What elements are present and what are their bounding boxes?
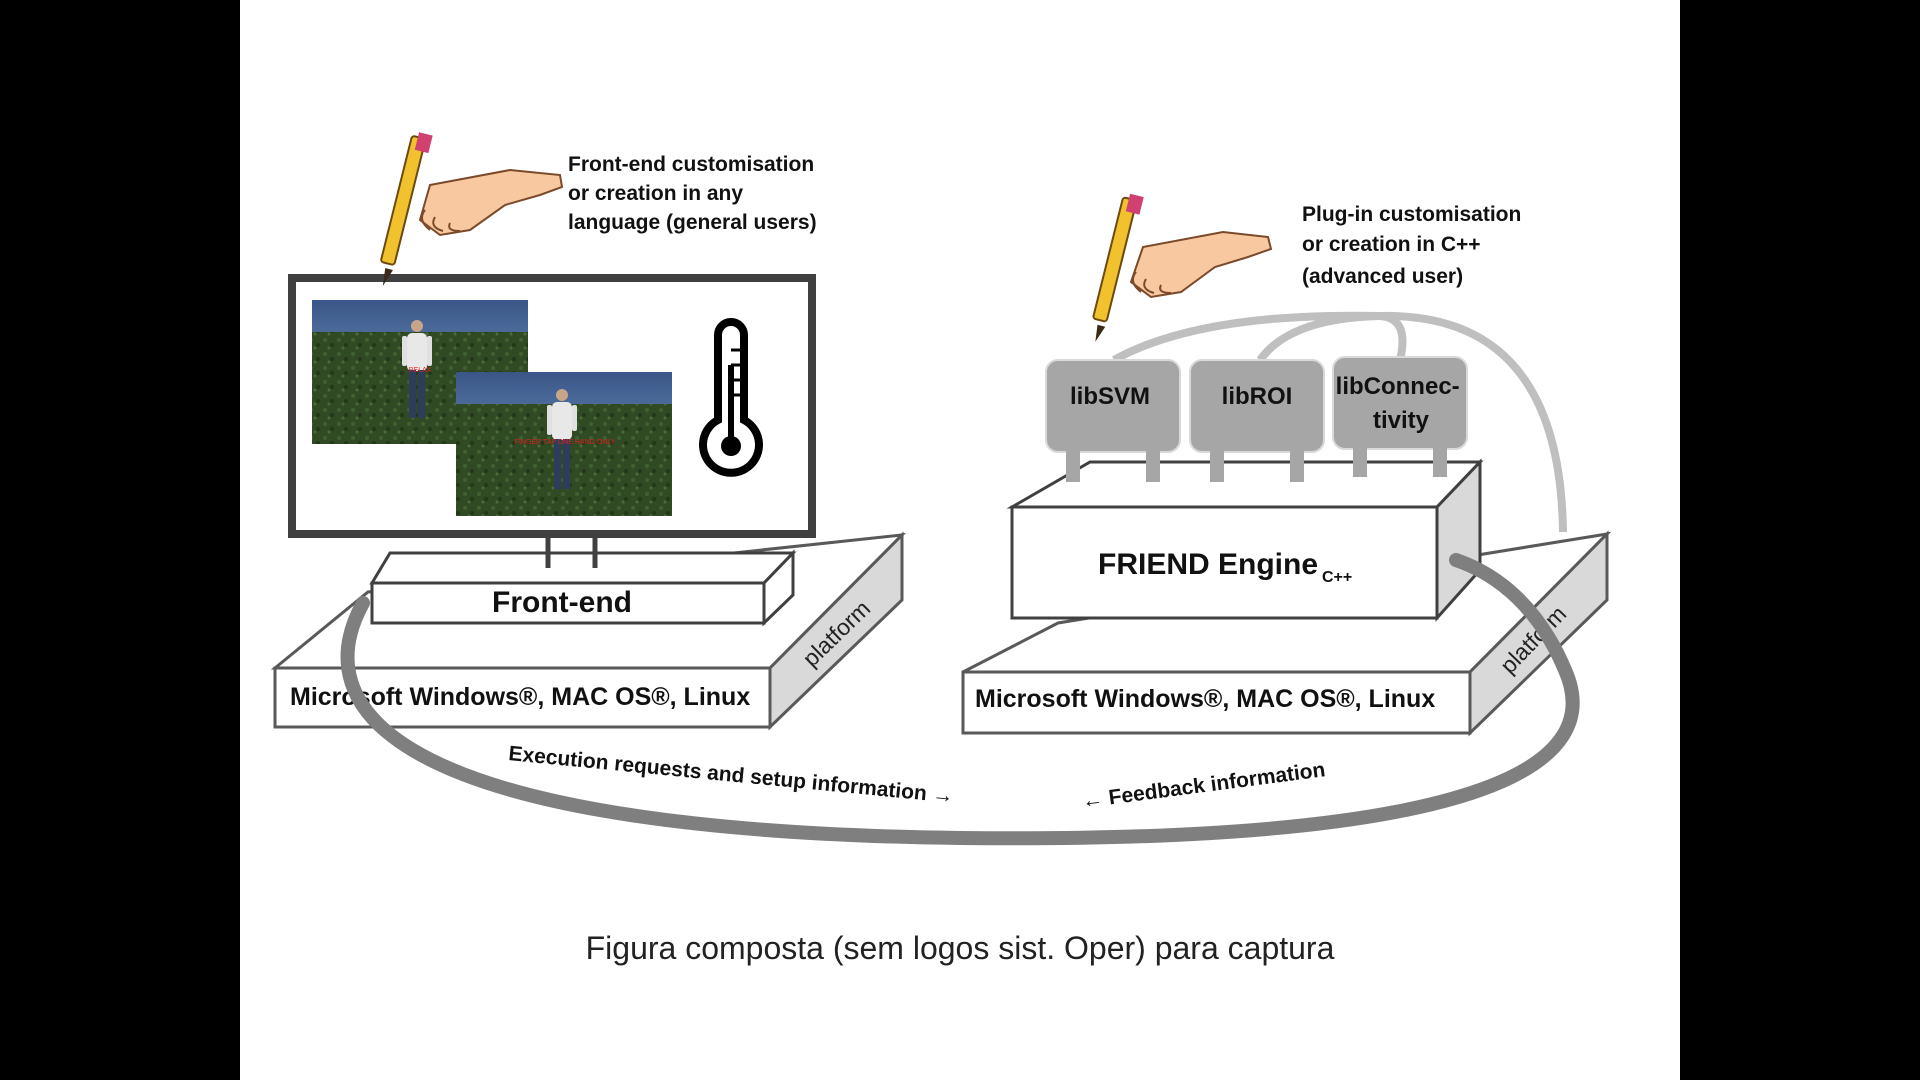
plugin-libconnectivity [1332,356,1468,477]
plugin-libsvm [1045,359,1181,482]
frontend-hint-line-1: Front-end customisation [568,153,814,176]
frontend-hint: Front-end customisation or creation in a… [568,153,820,234]
avatar-figure-2 [547,389,577,489]
engine-hint-line-2: or creation in C++ [1302,233,1481,256]
feedback-flow-label: ← Feedback information [1081,758,1327,813]
execution-flow-label: Execution requests and setup information… [508,742,955,808]
engine-title: FRIEND Engine [1098,548,1318,581]
hand-pencil-icon-engine [1092,193,1273,342]
communication-ring [340,553,1580,846]
hand-pencil-icon-frontend [380,132,564,287]
plugin-libconnectivity-line-2: tivity [1373,407,1430,434]
scene-screenshot-2: FINGER TAP ONE HAND ONLY [456,372,672,516]
figure-caption: Figura composta (sem logos sist. Oper) p… [585,930,1335,966]
scene-label-2: FINGER TAP ONE HAND ONLY [515,439,616,446]
plugin-libsvm-label: libSVM [1070,383,1150,410]
engine-os-label: Microsoft Windows®, MAC OS®, Linux [975,685,1435,713]
engine-box [1006,458,1484,622]
thermometer-icon [699,318,763,477]
scene-label-1: RELAX [409,367,432,374]
engine-title-suffix: C++ [1322,569,1352,586]
plugin-libconnectivity-label: libConnec- tivity [1336,373,1467,434]
plugin-libconnectivity-line-1: libConnec- [1336,373,1460,400]
engine-hint: Plug-in customisation or creation in C++… [1302,203,1527,288]
frontend-hint-line-3: language (general users) [568,211,817,234]
plugin-connector-lines [1112,311,1567,533]
plugin-libroi-label: libROI [1222,383,1293,410]
frontend-hint-line-2: or creation in any [568,182,743,205]
frontend-box [369,549,797,627]
plugin-libroi [1189,359,1325,482]
engine-hint-line-3: (advanced user) [1302,265,1463,288]
frontend-title: Front-end [492,586,632,619]
avatar-figure-1 [402,320,432,418]
engine-hint-line-1: Plug-in customisation [1302,203,1521,226]
